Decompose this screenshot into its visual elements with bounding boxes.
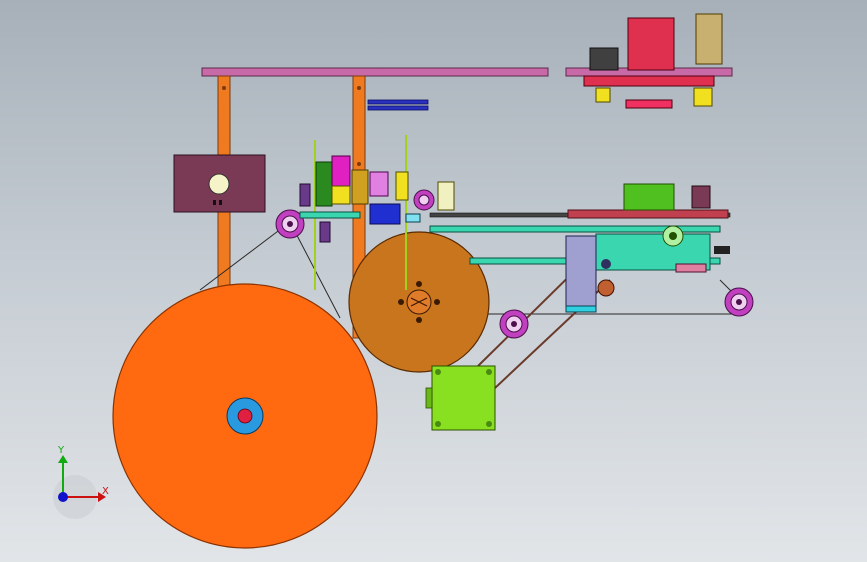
large-wheel-axle [237,408,253,424]
control-box-lens [208,173,230,195]
pink-block [369,171,389,197]
cylinder-rod [367,105,429,111]
pink-plate [625,99,673,109]
motor-bolt [435,421,441,427]
yellow-sensor [595,87,611,103]
bracket-base [565,305,597,313]
sensor-housing [437,181,455,211]
red-base [583,75,715,87]
post-bolt [222,86,226,90]
motor-bolt [486,421,492,427]
top-beam [201,67,549,77]
yellow-block [331,185,351,205]
gold-block [351,169,369,205]
idler-pulley-center [499,309,529,339]
idler-pulley-upper [413,189,435,211]
hub-bolt [434,299,440,305]
small-control-box [691,185,711,209]
post-bolt [357,86,361,90]
control-box-switch [213,200,216,205]
cylinder-rod [367,99,429,105]
conveyor-rail-upper [429,225,721,233]
y-axis-label: Y [57,445,65,456]
x-axis-label: X [102,486,109,497]
drive-motor [431,365,496,431]
motor-bolt [435,369,441,375]
z-axis-dot [58,492,68,502]
blue-block [369,203,401,225]
bracket-plate [565,235,597,311]
belt-segment [199,221,291,291]
handle [714,246,730,254]
motor-flange [425,387,433,409]
post-bolt [357,162,361,166]
control-box-switch [219,200,222,205]
bracket-pin [601,259,611,269]
cam-follower [597,279,615,297]
drive-sprocket-axle [669,232,677,240]
axis-triad-icon: X Y [53,445,109,519]
gear-motor [589,47,619,71]
hub-bolt [398,299,404,305]
x-axis-head [98,492,106,502]
red-plate [567,209,729,219]
clamp [405,213,421,223]
hub-bolt [416,317,422,323]
end-stop [675,263,707,273]
purple-block [319,221,331,243]
motor-bolt [486,369,492,375]
red-housing [627,17,675,71]
hub-cross [410,297,428,307]
sensor-block [395,171,409,201]
green-block [315,161,333,207]
green-box [623,183,675,211]
cross-slide [299,211,361,219]
tan-cylinder [695,13,723,65]
idler-pulley-left [275,209,305,239]
magenta-block [331,155,351,187]
purple-block [299,183,311,207]
yellow-sensor [693,87,713,107]
hub-bolt [416,281,422,287]
y-axis-head [58,455,68,463]
idler-pulley-right [724,287,754,317]
